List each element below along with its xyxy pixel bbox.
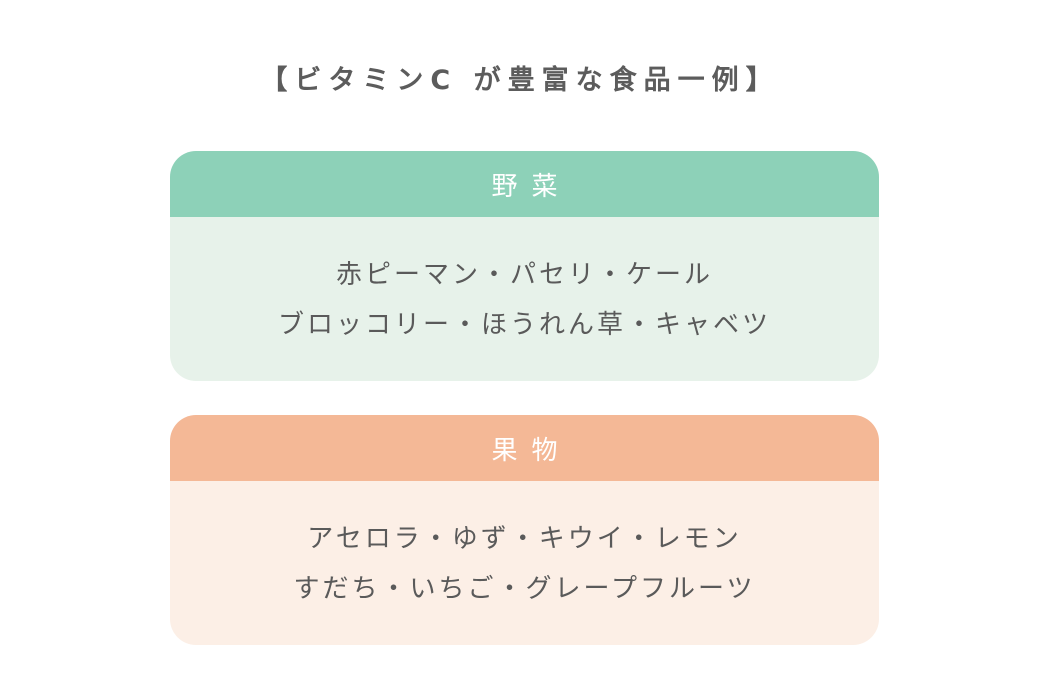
vegetable-list-line-2: ブロッコリー・ほうれん草・キャベツ — [277, 310, 771, 340]
fruit-card-header: 果物 — [170, 415, 879, 481]
vegetable-list-line-1: 赤ピーマン・パセリ・ケール — [335, 260, 713, 290]
vegetable-heading: 野菜 — [491, 171, 572, 202]
fruit-heading: 果物 — [491, 435, 572, 466]
page-title: 【ビタミンC が豊富な食品一例】 — [260, 65, 780, 96]
fruit-card: 果物 アセロラ・ゆず・キウイ・レモン すだち・いちご・グレープフルーツ — [170, 415, 879, 645]
fruit-list-line-2: すだち・いちご・グレープフルーツ — [293, 574, 756, 604]
vegetable-card-header: 野菜 — [170, 151, 879, 217]
fruit-card-body: アセロラ・ゆず・キウイ・レモン すだち・いちご・グレープフルーツ — [170, 481, 879, 645]
vegetable-card: 野菜 赤ピーマン・パセリ・ケール ブロッコリー・ほうれん草・キャベツ — [170, 151, 879, 381]
vegetable-card-body: 赤ピーマン・パセリ・ケール ブロッコリー・ほうれん草・キャベツ — [170, 217, 879, 381]
fruit-list-line-1: アセロラ・ゆず・キウイ・レモン — [307, 524, 742, 554]
